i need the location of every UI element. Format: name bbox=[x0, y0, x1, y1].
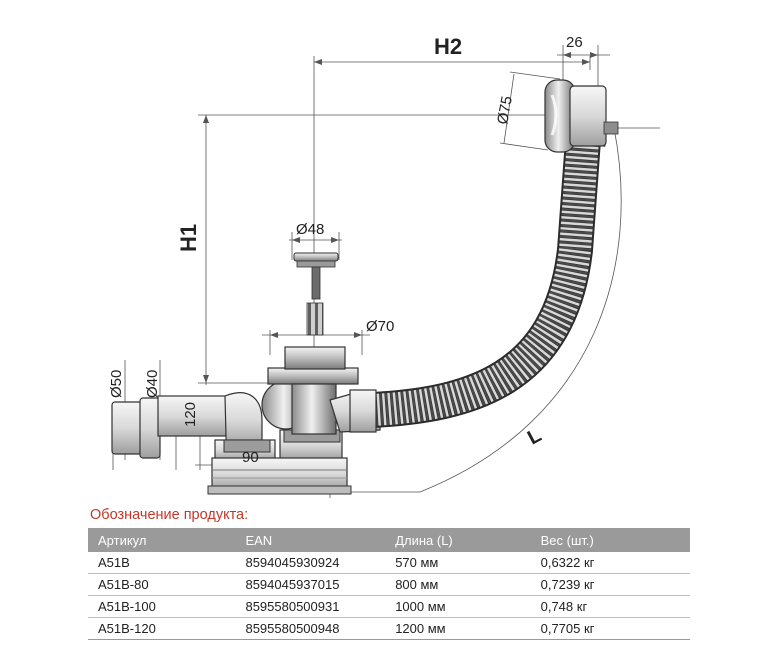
cell-length: 800 мм bbox=[385, 573, 531, 596]
cell-length: 1200 мм bbox=[385, 617, 531, 640]
label-dim-d70: Ø70 bbox=[366, 318, 394, 335]
label-dim-l: L bbox=[524, 424, 545, 449]
label-dim-26: 26 bbox=[566, 34, 583, 51]
side-outlet-pipe bbox=[111, 392, 263, 459]
dimension-arrows bbox=[203, 52, 598, 383]
table-row: A51B 8594045930924 570 мм 0,6322 кг bbox=[88, 552, 690, 574]
label-dim-90: 90 bbox=[242, 449, 259, 466]
cell-weight: 0,7705 кг bbox=[530, 617, 690, 640]
header-article: Артикул bbox=[88, 528, 236, 552]
label-dim-d50: Ø50 bbox=[108, 370, 125, 398]
cell-weight: 0,7239 кг bbox=[530, 573, 690, 596]
overflow-head bbox=[544, 79, 619, 153]
cell-article: A51B-120 bbox=[88, 617, 236, 640]
label-dim-d48: Ø48 bbox=[296, 221, 324, 238]
label-h2: H2 bbox=[434, 34, 462, 59]
label-h1: H1 bbox=[176, 224, 201, 252]
trap-body bbox=[207, 429, 352, 495]
cell-article: A51B-80 bbox=[88, 573, 236, 596]
cell-length: 570 мм bbox=[385, 552, 531, 574]
table-row: A51B-100 8595580500931 1000 мм 0,748 кг bbox=[88, 595, 690, 618]
bath-drain-technical-drawing: H2 H1 26 Ø75 Ø48 Ø70 Ø50 Ø40 120 90 L bbox=[108, 34, 660, 498]
cell-weight: 0,748 кг bbox=[530, 595, 690, 618]
header-ean: EAN bbox=[235, 528, 386, 552]
product-designation-caption: Обозначение продукта: bbox=[90, 507, 249, 523]
cell-ean: 8594045937015 bbox=[235, 573, 386, 596]
table-row: A51B-120 8595580500948 1200 мм 0,7705 кг bbox=[88, 617, 690, 640]
header-weight: Вес (шт.) bbox=[530, 528, 690, 552]
drain-plug-assembly bbox=[293, 252, 339, 336]
cell-ean: 8595580500948 bbox=[235, 617, 386, 640]
label-dim-d75: Ø75 bbox=[494, 95, 516, 126]
table-header-row: Артикул EAN Длина (L) Вес (шт.) bbox=[88, 528, 690, 552]
label-dim-120: 120 bbox=[182, 402, 199, 427]
cell-length: 1000 мм bbox=[385, 595, 531, 618]
cell-article: A51B bbox=[88, 552, 236, 574]
cell-weight: 0,6322 кг bbox=[530, 552, 690, 574]
label-dim-d40: Ø40 bbox=[144, 370, 161, 398]
cell-ean: 8594045930924 bbox=[235, 552, 386, 574]
table-row: A51B-80 8594045937015 800 мм 0,7239 кг bbox=[88, 573, 690, 596]
cell-article: A51B-100 bbox=[88, 595, 236, 618]
header-length: Длина (L) bbox=[385, 528, 531, 552]
corrugated-hose bbox=[349, 119, 608, 433]
cell-ean: 8595580500931 bbox=[235, 595, 386, 618]
product-spec-table: Артикул EAN Длина (L) Вес (шт.) A51B 859… bbox=[88, 528, 690, 640]
